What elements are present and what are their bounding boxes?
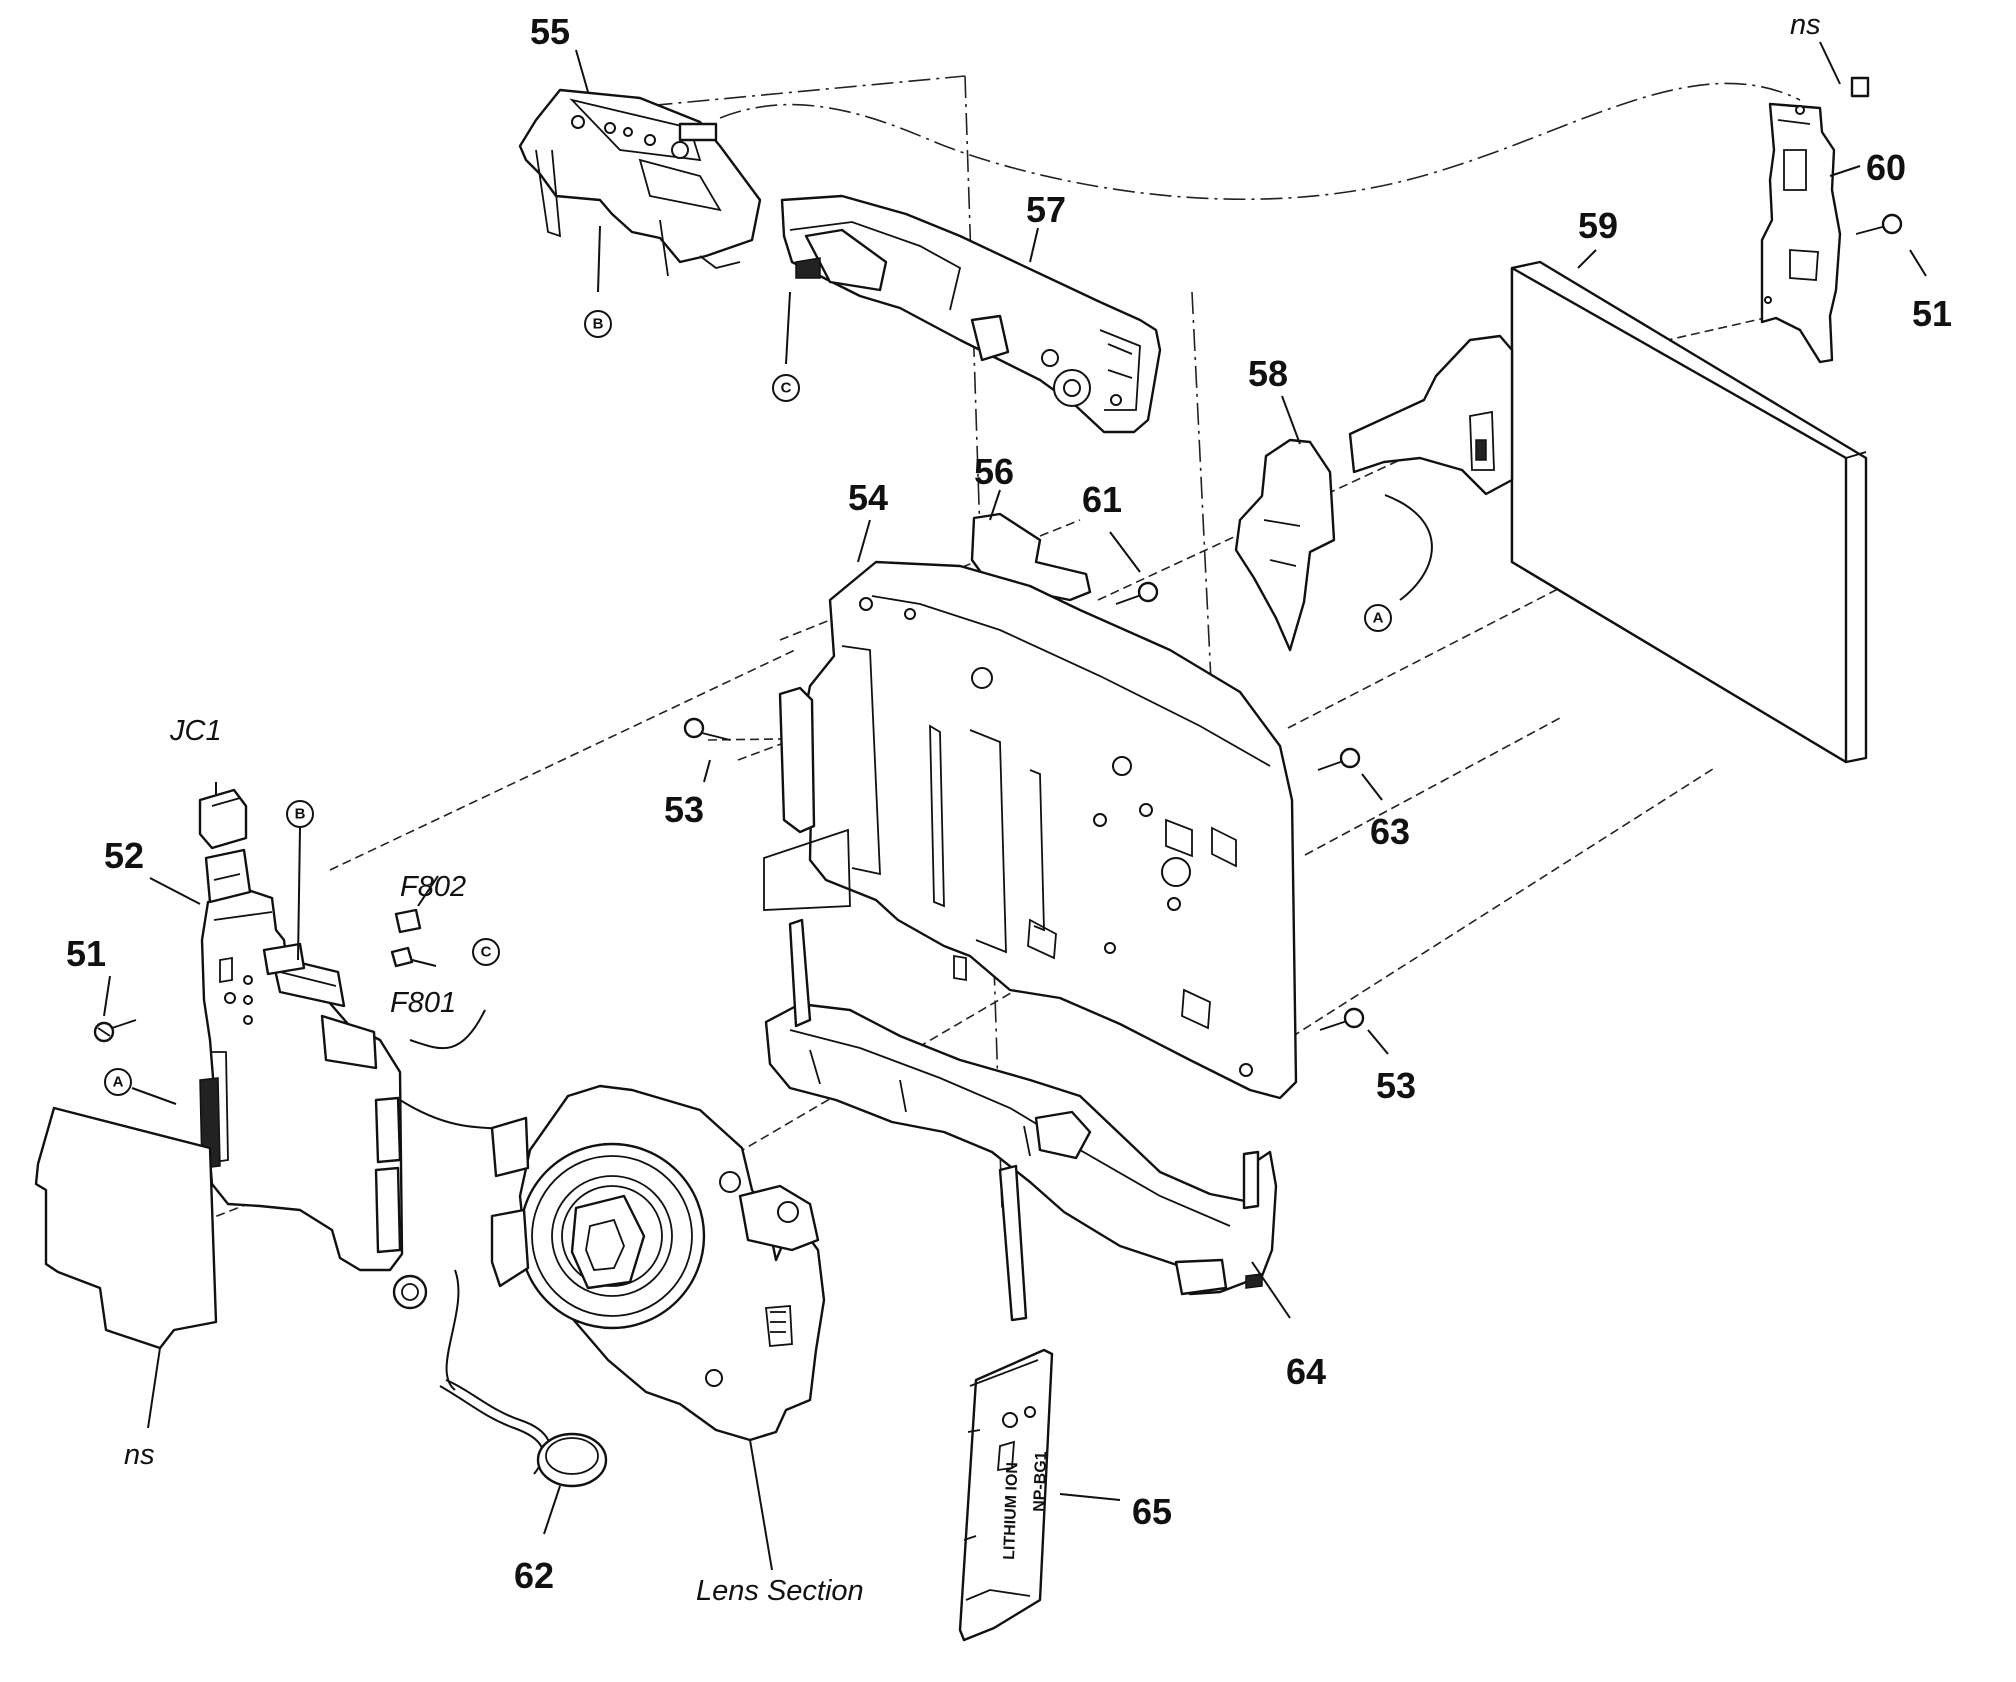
part-57-top-control-assembly — [780, 194, 1162, 434]
label-64: 64 — [1286, 1351, 1326, 1392]
screw-53-right — [1319, 1007, 1365, 1031]
marker-a-left: A — [104, 1068, 177, 1105]
screw-53-left — [683, 717, 731, 741]
label-ns-bottom: ns — [124, 1439, 155, 1471]
leader-lines — [103, 41, 1927, 1571]
battery-cover-marking-1: LITHIUM ION — [1001, 1462, 1021, 1560]
label-58: 58 — [1248, 353, 1288, 394]
marker-a-right: A — [1364, 604, 1392, 632]
svg-text:A: A — [1373, 610, 1384, 627]
part-62-coin-battery — [439, 1379, 608, 1488]
label-jc1: JC1 — [169, 715, 222, 747]
label-f802: F802 — [400, 871, 466, 903]
label-60: 60 — [1866, 147, 1906, 188]
part-labels: 55 57 60 59 51 58 56 54 61 53 63 53 52 5… — [66, 11, 1952, 1596]
svg-text:B: B — [593, 316, 604, 333]
italic-labels: ns ns JC1 F802 F801 Lens Section — [124, 9, 1821, 1607]
svg-text:C: C — [481, 944, 492, 961]
label-53-right: 53 — [1376, 1065, 1416, 1106]
label-61: 61 — [1082, 479, 1122, 520]
jc1-connector — [198, 788, 248, 850]
battery-cover-marking-2: NP-BG1 — [1031, 1451, 1050, 1512]
screw-61 — [1115, 581, 1159, 605]
part-52-main-board — [199, 848, 428, 1310]
label-51-right: 51 — [1912, 293, 1952, 334]
svg-text:B: B — [295, 806, 306, 823]
label-65: 65 — [1132, 1491, 1172, 1532]
fuse-f802 — [394, 908, 422, 934]
part-55-top-bracket — [518, 88, 762, 277]
marker-c-left: C — [472, 938, 500, 966]
label-52: 52 — [104, 835, 144, 876]
marker-c-top: C — [772, 291, 800, 402]
label-54: 54 — [848, 477, 888, 518]
label-f801: F801 — [390, 987, 456, 1019]
label-57: 57 — [1026, 189, 1066, 230]
label-51-left: 51 — [66, 933, 106, 974]
label-lens-section: Lens Section — [696, 1575, 864, 1607]
marker-b-left: B — [286, 800, 314, 961]
part-60-circuit-board — [1760, 76, 1870, 364]
fuse-f801 — [390, 946, 414, 968]
left-insulation-sheet — [34, 1106, 218, 1350]
label-56: 56 — [974, 451, 1014, 492]
part-65-battery-cover: LITHIUM ION NP-BG1 — [958, 1348, 1054, 1642]
label-59: 59 — [1578, 205, 1618, 246]
lens-section — [490, 1084, 826, 1442]
label-63: 63 — [1370, 811, 1410, 852]
svg-text:A: A — [113, 1074, 124, 1091]
screw-63 — [1317, 747, 1361, 771]
label-ns-top: ns — [1790, 9, 1821, 41]
label-62: 62 — [514, 1555, 554, 1596]
part-54-main-chassis — [763, 560, 1298, 1100]
part-58-lcd-flex — [1234, 334, 1514, 652]
part-64-bottom-frame — [764, 918, 1278, 1322]
marker-b-top: B — [584, 225, 612, 338]
svg-text:C: C — [781, 380, 792, 397]
screw-51-left — [93, 1019, 137, 1043]
label-55: 55 — [530, 11, 570, 52]
screw-51-right — [1855, 213, 1903, 235]
label-53-left: 53 — [664, 789, 704, 830]
